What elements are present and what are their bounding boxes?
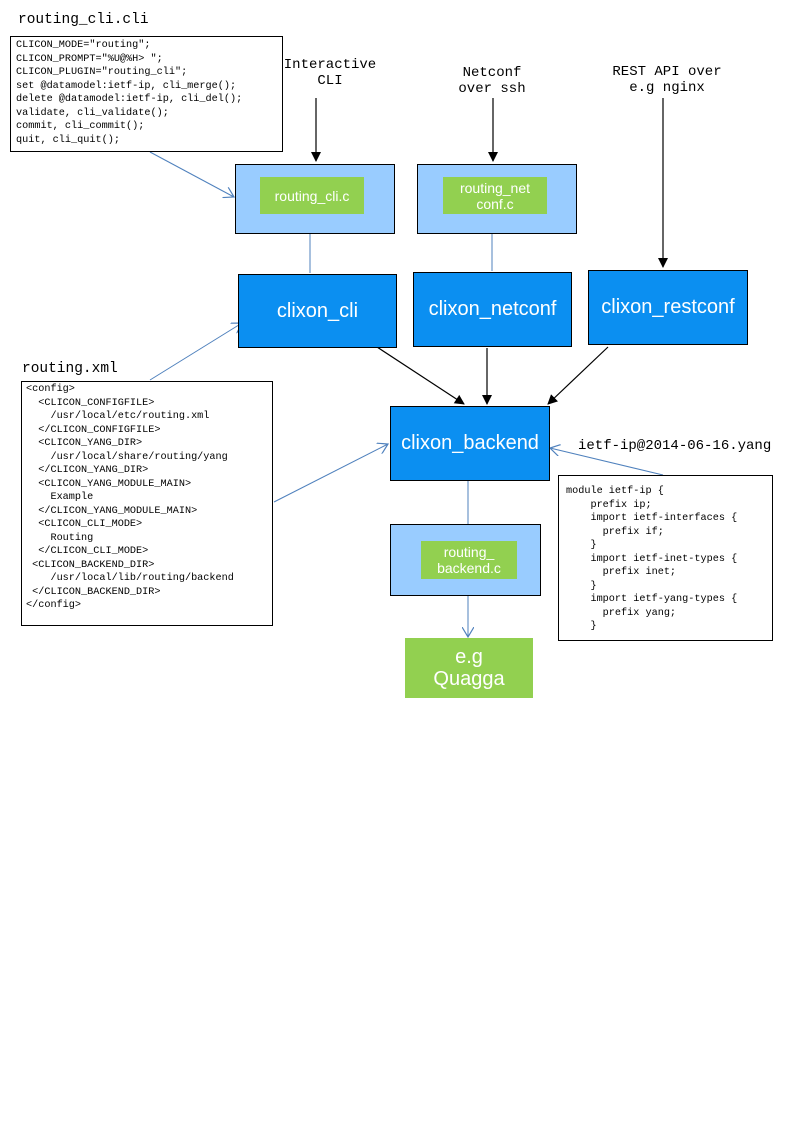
clixon-netconf-node: clixon_netconf [413,272,572,347]
code-line: import ietf-yang-types { [566,594,738,605]
code-line: </CLICON_YANG_DIR> [26,465,149,476]
yang-file-label: ietf-ip@2014-06-16.yang [578,438,772,454]
code-line: import ietf-inet-types { [566,553,738,565]
code-line: CLICON_PROMPT="%U@%H> "; [16,53,163,65]
code-line: } [566,621,597,632]
code-line: </CLICON_CLI_MODE> [26,546,149,557]
link-cli-spec-to-routing-cli [149,151,234,197]
quagga-node: e.g Quagga [405,638,533,698]
code-line: CLICON_PLUGIN="routing_cli"; [16,67,188,78]
node-label: clixon_restconf [601,296,735,318]
code-line: set @datamodel:ietf-ip, cli_merge(); [16,80,237,92]
code-line: </CLICON_BACKEND_DIR> [26,586,161,598]
code-line: <config> [26,384,75,395]
code-line: } [566,580,597,592]
arrow-restconf-to-backend [547,346,609,405]
clixon-restconf-node: clixon_restconf [588,270,748,345]
code-line: quit, cli_quit(); [16,134,120,146]
code-line: /usr/local/lib/routing/backend [26,573,234,584]
node-label: e.g Quagga [433,646,505,690]
code-line: prefix ip; [566,499,652,511]
code-line: prefix inet; [566,567,677,578]
clixon-cli-node: clixon_cli [238,274,397,348]
code-line: import ietf-interfaces { [566,513,738,524]
config-xml-codebox: <config> <CLICON_CONFIGFILE> /usr/local/… [21,381,273,626]
code-line: <CLICON_BACKEND_DIR> [26,559,155,571]
yang-module-codebox: module ietf-ip { prefix ip; import ietf-… [558,475,773,641]
code-line: </CLICON_YANG_MODULE_MAIN> [26,505,198,517]
code-line: CLICON_MODE="routing"; [16,40,151,51]
link-xml-to-cli [149,323,242,381]
code-line: Example [26,492,94,503]
node-label: clixon_netconf [428,298,557,320]
code-line: </config> [26,600,82,611]
routing-cli-file-label: routing_cli.cli [18,12,149,28]
code-line: <CLICON_YANG_DIR> [26,438,143,449]
netconf-ssh-label: Netconf over ssh [458,65,526,97]
code-line: <CLICON_CLI_MODE> [26,519,143,530]
link-xml-to-backend [273,444,388,503]
interactive-cli-label: Interactive CLI [283,57,377,89]
code-line: <CLICON_CONFIGFILE> [26,397,155,409]
clixon-backend-node: clixon_backend [390,406,550,481]
code-line: validate, cli_validate(); [16,107,169,119]
code-line: /usr/local/share/routing/yang [26,451,228,463]
routing-netconf-c-node: routing_net conf.c [443,177,547,214]
node-label: routing_ backend.c [437,544,501,576]
code-line: prefix yang; [566,607,677,619]
node-label: routing_cli.c [274,187,350,204]
arrow-cli-to-backend [376,346,465,405]
code-line: delete @datamodel:ietf-ip, cli_del(); [16,94,243,105]
node-label: clixon_cli [276,299,359,322]
rest-api-label: REST API over e.g nginx [612,64,722,96]
code-line: } [566,540,597,551]
routing-cli-c-node: routing_cli.c [260,177,364,214]
code-line: prefix if; [566,526,664,538]
code-line: Routing [26,532,94,544]
code-line: module ietf-ip { [566,486,664,497]
routing-xml-file-label: routing.xml [22,361,118,377]
code-line: /usr/local/etc/routing.xml [26,411,210,422]
node-label: clixon_backend [401,432,539,454]
cli-spec-codebox: CLICON_MODE="routing"; CLICON_PROMPT="%U… [10,36,283,152]
code-line: commit, cli_commit(); [16,121,145,132]
code-line: <CLICON_YANG_MODULE_MAIN> [26,478,192,490]
routing-backend-c-node: routing_ backend.c [421,541,517,579]
link-yang-to-backend [550,448,664,476]
node-label: routing_net conf.c [459,179,531,212]
code-line: </CLICON_CONFIGFILE> [26,424,161,436]
